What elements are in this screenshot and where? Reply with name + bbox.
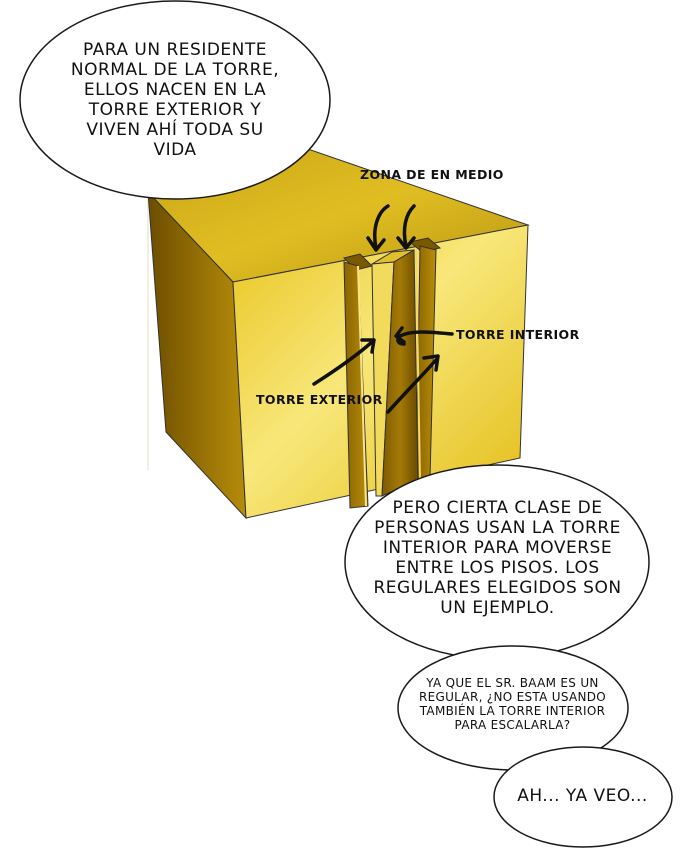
bubble-residente-shape: [19, 0, 331, 200]
bubble-veo-text: AH... YA VEO...: [517, 786, 648, 806]
inner-tower-edge-2: [415, 249, 421, 481]
bubble-pero-text: PERO CIERTA CLASE DE PERSONAS USAN LA TO…: [373, 498, 622, 619]
slot-top-right: [408, 237, 442, 253]
arrow-exterior-left: [312, 340, 374, 386]
arrow-zona-right-head: [396, 236, 416, 250]
arrow-exterior-right-head: [422, 354, 440, 372]
label-zona-de-en-medio: ZONA DE EN MEDIO: [360, 167, 504, 182]
arrow-zona-right: [402, 204, 416, 248]
arrow-zona-left-head: [366, 236, 386, 252]
arrow-exterior-right: [386, 358, 438, 414]
annotation-arrows: [312, 204, 454, 414]
label-torre-exterior: TORRE EXTERIOR: [256, 392, 383, 407]
label-torre-interior: TORRE INTERIOR: [456, 327, 580, 342]
arrow-interior: [396, 330, 454, 346]
bubble-veo-shape: [493, 746, 673, 848]
middle-zone-left: [343, 261, 369, 509]
arrow-exterior-left-head: [360, 338, 376, 354]
bubble-residente-text: PARA UN RESIDENTE NORMAL DE LA TORRE, EL…: [70, 40, 280, 161]
arrow-interior-head: [394, 326, 406, 344]
speech-bubbles: [19, 0, 673, 848]
inner-tower-edge: [357, 265, 367, 507]
arrow-zona-left: [373, 204, 390, 250]
bubble-baam-text: YA QUE EL SR. BAAM ES UN REGULAR, ¿NO ES…: [418, 676, 607, 733]
